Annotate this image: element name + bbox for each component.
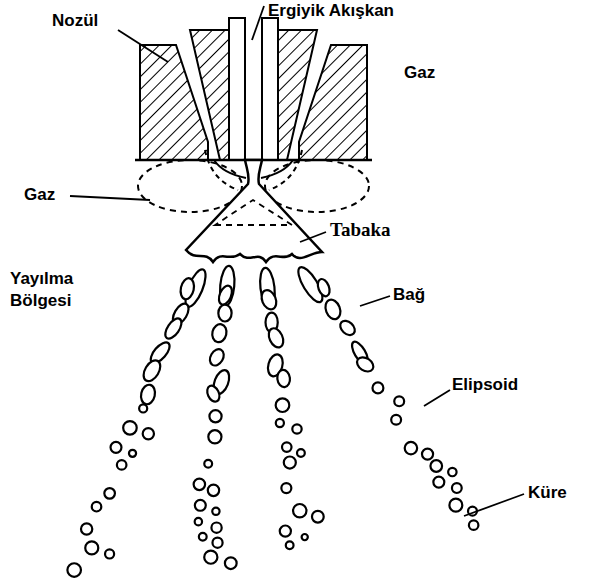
spherical-drop	[293, 504, 306, 517]
spherical-drop	[452, 483, 462, 493]
spherical-drop	[204, 460, 212, 468]
part-label: Gaz	[404, 62, 435, 84]
ellipsoid-drop	[316, 277, 332, 298]
spherical-drop	[276, 419, 284, 427]
ellipsoid-drop	[323, 297, 343, 321]
ellipsoid-drop	[205, 384, 222, 404]
spherical-drop	[225, 557, 237, 569]
spherical-drop	[284, 456, 296, 468]
spherical-drop	[405, 442, 417, 454]
spherical-drop	[195, 500, 206, 511]
spherical-drop	[92, 502, 102, 512]
spherical-drop	[199, 533, 207, 541]
spherical-drop	[81, 523, 92, 534]
part-label: Tabaka	[330, 218, 391, 243]
spherical-drop	[391, 415, 401, 425]
spherical-drop	[211, 523, 221, 533]
spherical-drop	[117, 460, 127, 470]
spherical-drop	[104, 488, 115, 499]
part-label: Bağ	[393, 284, 425, 306]
ellipsoid-drop	[266, 326, 286, 350]
ellipsoid-drop	[354, 354, 376, 374]
part-label: Gaz	[24, 184, 55, 206]
spherical-drop	[448, 468, 456, 476]
part-label: Ergiyik Akışkan	[268, 0, 394, 22]
spherical-drop	[212, 538, 222, 548]
part-label: Elipsoid	[452, 374, 518, 396]
spherical-drop	[194, 479, 205, 490]
spherical-drop	[105, 549, 114, 558]
spherical-drop	[67, 563, 81, 577]
ellipsoid-drop	[276, 369, 291, 388]
ellipsoid-drop	[259, 288, 279, 312]
spherical-drop	[212, 508, 219, 515]
spherical-drop	[143, 428, 154, 439]
part-label: Yayılma Bölgesi	[10, 268, 106, 312]
spherical-drop	[394, 396, 404, 406]
melt-sheet	[186, 160, 322, 262]
spherical-drop	[195, 518, 202, 525]
spherical-drop	[312, 511, 324, 523]
spherical-drop	[123, 421, 137, 435]
spherical-drop	[208, 430, 221, 443]
spherical-drop	[208, 485, 219, 496]
spherical-drop	[433, 477, 444, 488]
spherical-drop	[111, 442, 122, 453]
leader-lines	[70, 6, 524, 516]
spherical-drop	[297, 449, 305, 457]
spherical-drop	[449, 499, 462, 512]
ellipsoid-drop	[139, 383, 157, 405]
ellipsoid-drop	[179, 277, 196, 301]
spherical-drop	[209, 410, 221, 422]
spherical-drop	[430, 460, 442, 472]
ellipsoid-drop	[210, 323, 228, 344]
spherical-drop	[129, 450, 136, 457]
droplets	[67, 264, 478, 577]
ellipsoid-drop	[337, 318, 357, 338]
spherical-drop	[422, 449, 433, 460]
spherical-drop	[302, 534, 308, 540]
ellipsoid-drop	[216, 284, 234, 307]
spherical-drop	[286, 541, 294, 549]
spherical-drop	[469, 520, 479, 530]
part-label: Küre	[528, 482, 567, 504]
spherical-drop	[281, 483, 291, 493]
spherical-drop	[282, 442, 292, 452]
ellipsoid-drop	[140, 357, 164, 384]
spherical-drop	[372, 382, 383, 393]
spherical-drop	[204, 551, 217, 564]
spherical-drop	[292, 424, 301, 433]
spherical-drop	[85, 541, 98, 554]
nozzle	[135, 18, 372, 160]
ellipsoid-drop	[218, 305, 231, 322]
spherical-drop	[276, 398, 290, 412]
part-label: Nozül	[52, 10, 98, 32]
spherical-drop	[139, 404, 147, 412]
spherical-drop	[280, 526, 291, 537]
ellipsoid-drop	[207, 347, 226, 368]
ellipsoid-drop	[162, 316, 184, 342]
